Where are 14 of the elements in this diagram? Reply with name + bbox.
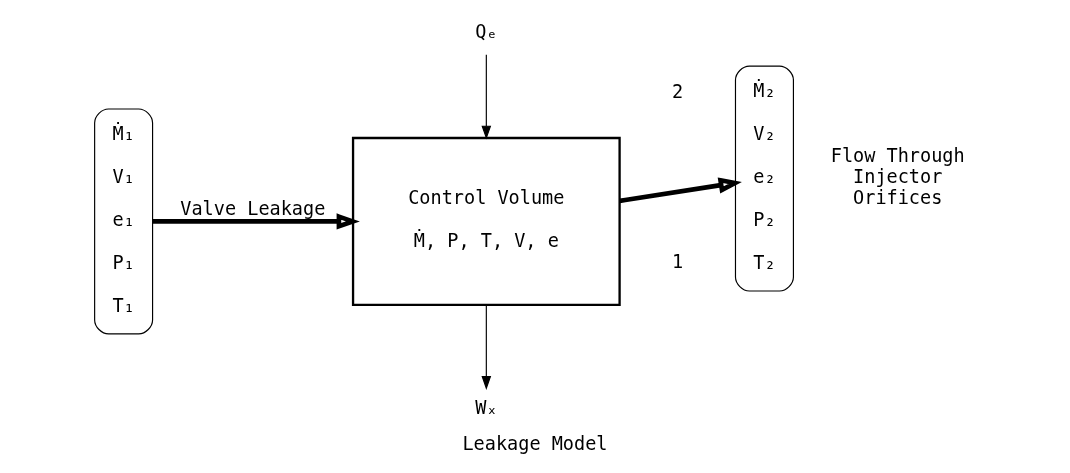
node-box: Ṁ₂ V₂ e₂ P₂ T₂ xyxy=(734,65,794,292)
edge-label: Valve Leakage xyxy=(180,198,326,220)
arrow xyxy=(481,304,492,390)
node-text: Qₑ xyxy=(475,21,498,43)
arrow xyxy=(152,213,360,230)
label: 2 xyxy=(671,81,684,103)
arrow xyxy=(619,177,742,204)
node-box: Ṁ₁ V₁ e₁ P₁ T₁ xyxy=(94,108,154,335)
node-label: Flow Through Injector Orifices xyxy=(830,145,965,208)
node-text: Wₓ xyxy=(475,396,498,418)
label: 1 xyxy=(671,250,684,272)
caption: Leakage Model xyxy=(462,432,608,454)
node-box: Control Volume Ṁ, P, T, V, e xyxy=(351,136,621,307)
arrow xyxy=(481,54,492,140)
